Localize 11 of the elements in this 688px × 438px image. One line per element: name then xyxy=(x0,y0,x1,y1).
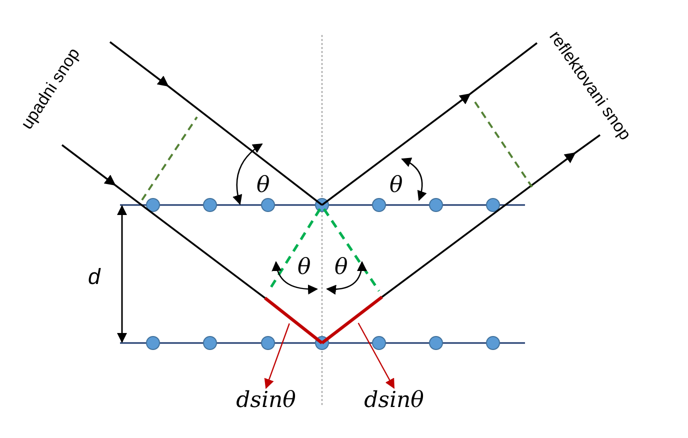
path-difference-segment xyxy=(264,296,323,344)
leader-arrow xyxy=(264,323,290,389)
dimension-label: d xyxy=(88,266,100,288)
formula-label: dsinθ xyxy=(228,390,304,412)
angle-symbol: θ xyxy=(334,257,348,279)
angle-symbol: θ xyxy=(390,175,403,197)
angle-symbol: θ xyxy=(256,175,270,197)
angle-symbol: θ xyxy=(298,257,311,279)
path-difference-segment xyxy=(321,296,383,344)
leader-arrow xyxy=(358,322,395,389)
formula-label: dsinθ xyxy=(356,390,432,412)
